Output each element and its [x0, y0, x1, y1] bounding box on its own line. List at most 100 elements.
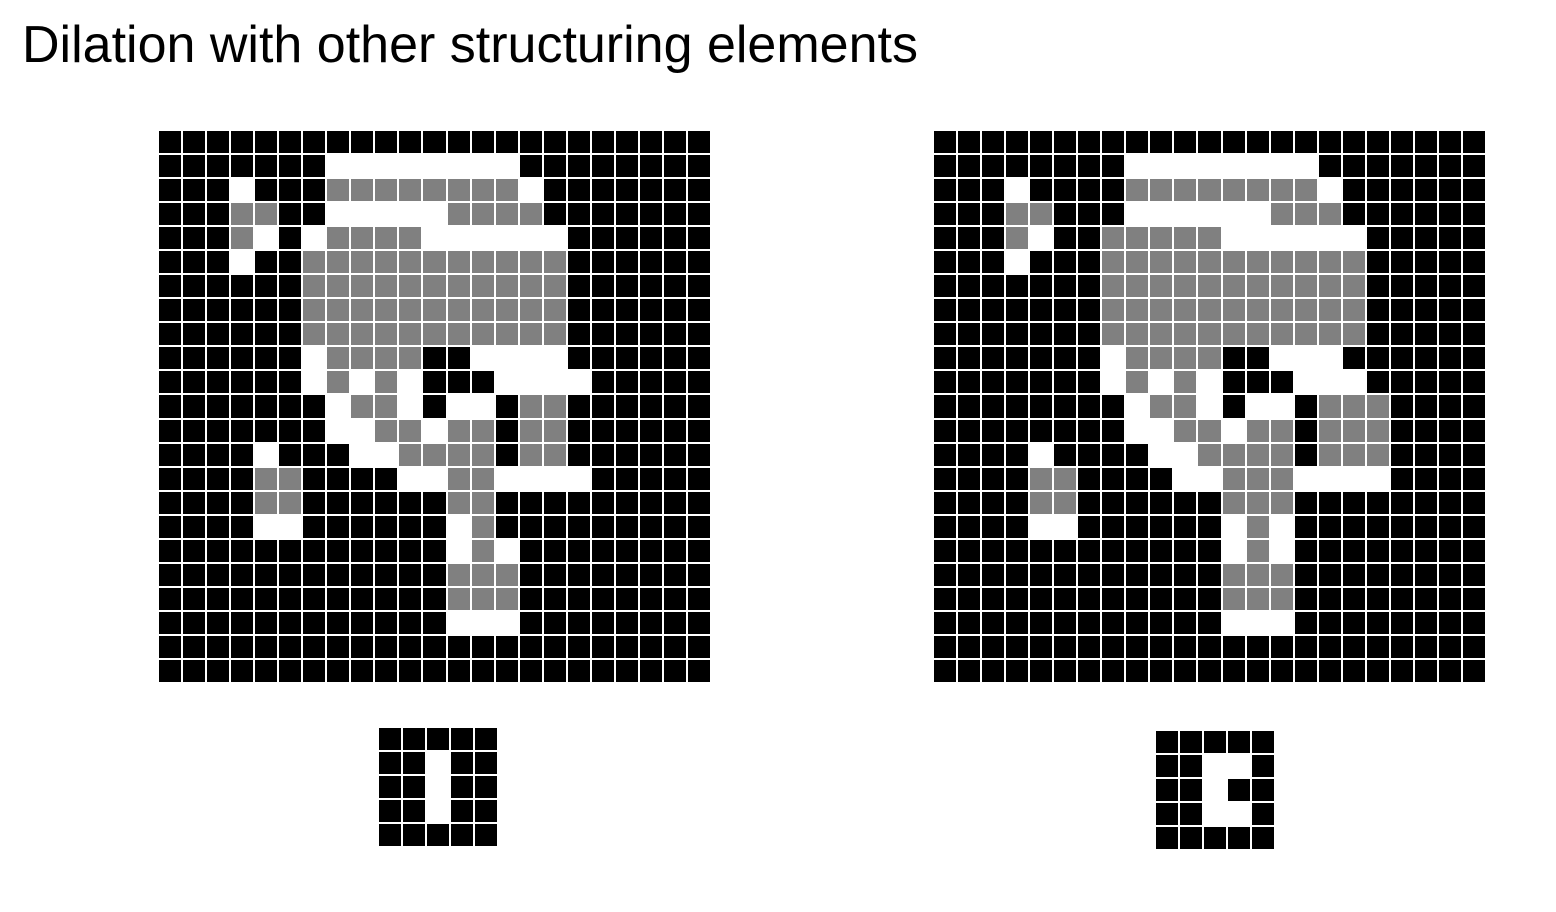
- black-pixel: [279, 275, 302, 298]
- black-pixel: [351, 611, 374, 634]
- black-pixel: [567, 611, 590, 634]
- black-pixel: [1054, 395, 1077, 418]
- black-pixel: [543, 203, 566, 226]
- black-pixel: [1054, 611, 1077, 634]
- white-pixel: [1198, 155, 1221, 178]
- structuring-element-grid-right: [1156, 731, 1274, 849]
- black-pixel: [183, 395, 206, 418]
- black-pixel: [1294, 419, 1317, 442]
- black-pixel: [1294, 659, 1317, 682]
- black-pixel: [1078, 539, 1101, 562]
- black-pixel: [1006, 491, 1029, 514]
- black-pixel: [451, 800, 473, 822]
- black-pixel: [1054, 539, 1077, 562]
- gray-pixel: [1270, 563, 1293, 586]
- black-pixel: [1156, 755, 1178, 777]
- black-pixel: [403, 824, 425, 846]
- black-pixel: [1294, 491, 1317, 514]
- white-pixel: [1294, 227, 1317, 250]
- black-pixel: [303, 563, 326, 586]
- gray-pixel: [351, 179, 374, 202]
- black-pixel: [663, 371, 686, 394]
- gray-pixel: [1006, 227, 1029, 250]
- black-pixel: [687, 539, 710, 562]
- gray-pixel: [423, 323, 446, 346]
- black-pixel: [183, 419, 206, 442]
- black-pixel: [1252, 731, 1274, 753]
- black-pixel: [1030, 275, 1053, 298]
- black-pixel: [1438, 275, 1461, 298]
- black-pixel: [1228, 731, 1250, 753]
- gray-pixel: [1246, 299, 1269, 322]
- black-pixel: [1342, 563, 1365, 586]
- black-pixel: [982, 227, 1005, 250]
- gray-pixel: [375, 179, 398, 202]
- black-pixel: [1414, 515, 1437, 538]
- black-pixel: [958, 299, 981, 322]
- black-pixel: [183, 515, 206, 538]
- gray-pixel: [231, 227, 254, 250]
- black-pixel: [934, 179, 957, 202]
- gray-pixel: [1222, 251, 1245, 274]
- gray-pixel: [471, 491, 494, 514]
- black-pixel: [183, 155, 206, 178]
- black-pixel: [1006, 611, 1029, 634]
- black-pixel: [327, 539, 350, 562]
- gray-pixel: [231, 203, 254, 226]
- black-pixel: [687, 131, 710, 154]
- gray-pixel: [1246, 515, 1269, 538]
- gray-pixel: [303, 299, 326, 322]
- white-pixel: [1174, 155, 1197, 178]
- black-pixel: [1438, 659, 1461, 682]
- gray-pixel: [447, 275, 470, 298]
- black-pixel: [1390, 491, 1413, 514]
- black-pixel: [1462, 491, 1485, 514]
- black-pixel: [231, 611, 254, 634]
- black-pixel: [379, 752, 401, 774]
- black-pixel: [958, 563, 981, 586]
- gray-pixel: [1294, 299, 1317, 322]
- black-pixel: [1078, 299, 1101, 322]
- black-pixel: [1462, 227, 1485, 250]
- gray-pixel: [1102, 275, 1125, 298]
- black-pixel: [567, 131, 590, 154]
- black-pixel: [1438, 251, 1461, 274]
- black-pixel: [303, 635, 326, 658]
- white-pixel: [1366, 467, 1389, 490]
- black-pixel: [591, 371, 614, 394]
- black-pixel: [1390, 395, 1413, 418]
- gray-pixel: [399, 275, 422, 298]
- black-pixel: [1414, 587, 1437, 610]
- black-pixel: [1390, 155, 1413, 178]
- black-pixel: [1102, 443, 1125, 466]
- black-pixel: [615, 611, 638, 634]
- white-pixel: [1246, 611, 1269, 634]
- white-pixel: [1228, 755, 1250, 777]
- black-pixel: [159, 347, 182, 370]
- black-pixel: [934, 539, 957, 562]
- black-pixel: [982, 347, 1005, 370]
- black-pixel: [1462, 587, 1485, 610]
- gray-pixel: [1102, 299, 1125, 322]
- gray-pixel: [1246, 251, 1269, 274]
- gray-pixel: [399, 347, 422, 370]
- white-pixel: [1204, 779, 1226, 801]
- gray-pixel: [1150, 275, 1173, 298]
- black-pixel: [615, 587, 638, 610]
- gray-pixel: [1126, 371, 1149, 394]
- white-pixel: [1126, 203, 1149, 226]
- white-pixel: [423, 467, 446, 490]
- black-pixel: [1246, 347, 1269, 370]
- black-pixel: [1366, 659, 1389, 682]
- gray-pixel: [1246, 467, 1269, 490]
- gray-pixel: [1222, 467, 1245, 490]
- white-pixel: [1150, 419, 1173, 442]
- black-pixel: [519, 611, 542, 634]
- black-pixel: [183, 131, 206, 154]
- black-pixel: [1414, 299, 1437, 322]
- black-pixel: [1126, 515, 1149, 538]
- black-pixel: [1150, 659, 1173, 682]
- black-pixel: [1078, 227, 1101, 250]
- black-pixel: [231, 563, 254, 586]
- black-pixel: [1270, 131, 1293, 154]
